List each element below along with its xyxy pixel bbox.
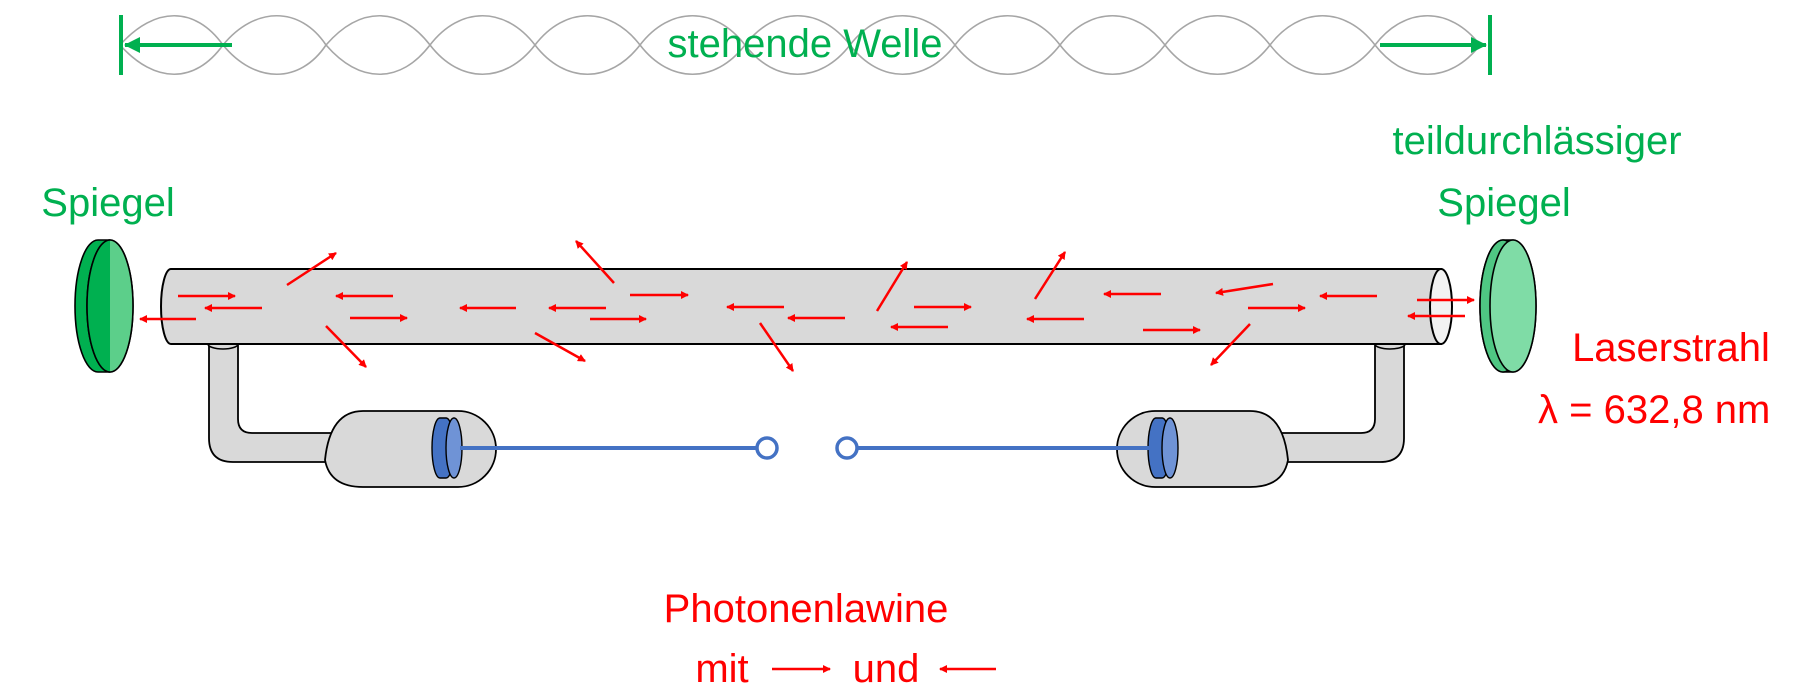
- wave-curve-b: [119, 14, 1481, 76]
- photon-arrow: [534, 331, 586, 363]
- electrode-housing-left: [324, 410, 779, 488]
- gas-tube-left-branch: [207, 338, 336, 463]
- mirror-left: [74, 239, 134, 373]
- laser-tube: [160, 268, 1453, 345]
- photon-arrow: [1033, 251, 1067, 300]
- photon-arrow: [875, 261, 909, 312]
- photon-arrow: [1210, 323, 1251, 366]
- photon-arrow: [1215, 282, 1274, 296]
- mirror-left-label: Spiegel: [41, 181, 174, 225]
- photon-arrow: [286, 251, 337, 287]
- electrode-terminal-right: [835, 436, 859, 460]
- electrode-terminal-left: [755, 436, 779, 460]
- mirror-right: [1479, 239, 1537, 373]
- photon-avalanche-label: Photonenlawine: [664, 587, 949, 631]
- wavelength-label: λ = 632,8 nm: [1538, 388, 1770, 432]
- standing-wave: [119, 14, 1481, 76]
- photon-arrow: [325, 325, 367, 368]
- laser-beam-label: Laserstrahl: [1572, 326, 1770, 370]
- photon-arrow: [758, 322, 795, 372]
- avalanche-mit-label: mit: [695, 647, 748, 691]
- standing-wave-label: stehende Welle: [668, 22, 943, 66]
- wave-curve-a: [119, 14, 1481, 76]
- photon-arrow: [575, 240, 615, 284]
- gas-tube-right-branch: [1277, 338, 1406, 463]
- photon-arrows: [139, 240, 1475, 372]
- mirror-right-label-line1: teildurchlässiger: [1392, 119, 1681, 163]
- avalanche-und-label: und: [853, 647, 920, 691]
- electrode-housing-right: [835, 410, 1289, 488]
- mirror-right-label-line2: Spiegel: [1437, 181, 1570, 225]
